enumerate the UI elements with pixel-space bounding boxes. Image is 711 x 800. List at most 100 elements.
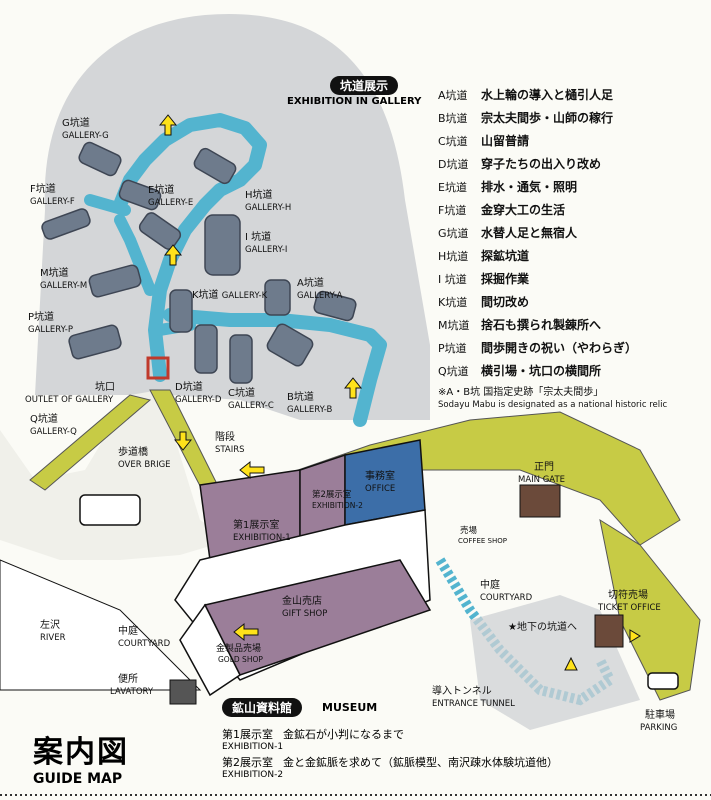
exhibition-gallery-badge: 坑道展示 bbox=[330, 76, 399, 95]
label-p-en: GALLERY-P bbox=[28, 325, 73, 335]
svg-text:階段: 階段 bbox=[215, 430, 235, 443]
legend-row: D坑道穿子たちの出入り改め bbox=[438, 149, 708, 172]
legend-code: M坑道 bbox=[438, 319, 470, 332]
label-i-en: GALLERY-I bbox=[245, 245, 287, 255]
svg-text:GIFT SHOP: GIFT SHOP bbox=[282, 609, 327, 619]
label-office-jp: 事務室 bbox=[365, 469, 395, 482]
label-coffee-en: COFFEE SHOP bbox=[458, 537, 507, 545]
svg-text:坑口: 坑口 bbox=[95, 380, 115, 393]
legend-note-jp: ※A・B坑 国指定史跡「宗太夫間歩」 bbox=[438, 387, 604, 398]
label-parking-en: PARKING bbox=[640, 723, 677, 733]
museum-room-name: 第1展示室 bbox=[222, 728, 273, 741]
label-gate-jp: 正門 bbox=[534, 461, 554, 473]
label-k: K坑道 bbox=[192, 288, 219, 301]
legend-code: A坑道 bbox=[438, 89, 468, 102]
label-e-jp: E坑道 bbox=[148, 183, 174, 196]
label-g-en: GALLERY-G bbox=[62, 131, 109, 141]
legend-name: 採掘作業 bbox=[481, 272, 530, 286]
svg-text:GALLERY-D: GALLERY-D bbox=[175, 395, 222, 405]
legend-name: 金穿大工の生活 bbox=[481, 203, 566, 217]
svg-text:RIVER: RIVER bbox=[40, 633, 66, 643]
svg-text:導入トンネル: 導入トンネル bbox=[432, 684, 492, 697]
map-title: 案内図 GUIDE MAP bbox=[33, 727, 129, 787]
label-b-jp: B坑道 bbox=[287, 390, 314, 403]
legend-name: 排水・通気・照明 bbox=[481, 180, 578, 194]
legend-code: K坑道 bbox=[438, 296, 468, 309]
svg-text:H坑道: H坑道 bbox=[245, 188, 273, 201]
museum-room: 第2展示室金と金鉱脈を求めて（鉱脈模型、南沢疎水体験坑道他） bbox=[222, 754, 558, 770]
svg-text:中庭: 中庭 bbox=[480, 578, 500, 591]
svg-text:Q坑道: Q坑道 bbox=[30, 412, 58, 425]
museum-building bbox=[174, 439, 432, 697]
svg-text:GALLERY-F: GALLERY-F bbox=[30, 197, 75, 207]
label-f-en: GALLERY-F bbox=[30, 197, 75, 207]
label-g-jp: G坑道 bbox=[62, 116, 90, 129]
label-tunnel-jp: 導入トンネル bbox=[432, 684, 492, 697]
label-river-en: RIVER bbox=[40, 633, 66, 643]
legend-code: G坑道 bbox=[438, 227, 469, 240]
svg-text:G坑道: G坑道 bbox=[62, 116, 90, 129]
svg-text:PARKING: PARKING bbox=[640, 723, 677, 733]
exhibition-gallery-en: EXHIBITION IN GALLERY bbox=[287, 96, 422, 107]
legend-name: 宗太夫間歩・山師の稼行 bbox=[481, 111, 614, 125]
label-p-jp: P坑道 bbox=[28, 310, 54, 323]
legend-row: E坑道排水・通気・照明 bbox=[438, 172, 708, 195]
svg-text:COURTYARD: COURTYARD bbox=[118, 639, 171, 649]
svg-text:★地下の坑道へ: ★地下の坑道へ bbox=[508, 620, 577, 633]
svg-text:駐車場: 駐車場 bbox=[645, 708, 675, 721]
legend-name: 水替人足と無宿人 bbox=[481, 226, 578, 240]
legend-name: 横引場・坑口の横間所 bbox=[481, 364, 602, 378]
legend-row: A坑道水上輪の導入と樋引人足 bbox=[438, 80, 708, 103]
label-ex2-jp: 第2展示室 bbox=[312, 489, 352, 500]
label-lav-jp: 便所 bbox=[118, 672, 138, 685]
svg-text:GALLERY-B: GALLERY-B bbox=[287, 405, 333, 415]
label-ex1-en: EXHIBITION-1 bbox=[233, 533, 291, 543]
svg-text:売場: 売場 bbox=[460, 525, 478, 536]
museum-room-name: 第2展示室 bbox=[222, 756, 273, 769]
gallery-blocks bbox=[41, 141, 357, 384]
svg-text:COURTYARD: COURTYARD bbox=[480, 593, 533, 603]
label-stairs-jp: 階段 bbox=[215, 430, 235, 443]
legend-name: 山留普請 bbox=[481, 134, 530, 148]
svg-text:GOLD SHOP: GOLD SHOP bbox=[218, 655, 263, 664]
label-gate-en: MAIN GATE bbox=[518, 475, 565, 485]
label-parking-jp: 駐車場 bbox=[645, 708, 675, 721]
museum-room-desc: 金鉱石が小判になるまで bbox=[283, 728, 404, 741]
map-labels: G坑道 GALLERY-G F坑道 GALLERY-F E坑道 GALLERY-… bbox=[25, 116, 677, 733]
legend-row: G坑道水替人足と無宿人 bbox=[438, 218, 708, 241]
legend-name: 捨石も撰られ製錬所へ bbox=[481, 318, 602, 332]
museum-room-en: EXHIBITION-2 bbox=[222, 770, 284, 780]
lavatory-building bbox=[169, 679, 197, 705]
svg-text:GALLERY-G: GALLERY-G bbox=[62, 131, 109, 141]
svg-text:COFFEE SHOP: COFFEE SHOP bbox=[458, 537, 507, 545]
svg-text:GALLERY-H: GALLERY-H bbox=[245, 203, 291, 213]
label-h-jp: H坑道 bbox=[245, 188, 273, 201]
label-lav-en: LAVATORY bbox=[110, 687, 154, 697]
legend-name: 水上輪の導入と樋引人足 bbox=[481, 88, 614, 102]
label-q-en: GALLERY-Q bbox=[30, 427, 77, 437]
legend-row: I 坑道採掘作業 bbox=[438, 264, 708, 287]
legend-code: Q坑道 bbox=[438, 365, 469, 378]
svg-text:GALLERY-E: GALLERY-E bbox=[148, 198, 193, 208]
svg-text:M坑道: M坑道 bbox=[40, 266, 69, 279]
label-court1-jp: 中庭 bbox=[480, 578, 500, 591]
label-gold-jp: 金製品売場 bbox=[216, 642, 261, 654]
svg-text:中庭: 中庭 bbox=[118, 624, 138, 637]
legend-row: F坑道金穿大工の生活 bbox=[438, 195, 708, 218]
title-jp: 案内図 bbox=[33, 735, 129, 770]
svg-text:便所: 便所 bbox=[118, 672, 138, 685]
legend-row: C坑道山留普請 bbox=[438, 126, 708, 149]
svg-text:OFFICE: OFFICE bbox=[365, 484, 395, 494]
svg-text:P坑道: P坑道 bbox=[28, 310, 54, 323]
legend-code: P坑道 bbox=[438, 342, 467, 355]
legend-name: 間切改め bbox=[481, 295, 530, 309]
svg-text:金製品売場: 金製品売場 bbox=[216, 642, 261, 654]
bus-icon bbox=[79, 494, 141, 526]
label-outlet-en: OUTLET OF GALLERY bbox=[25, 395, 114, 405]
svg-text:K坑道 GALLERY-K: K坑道 GALLERY-K bbox=[192, 288, 268, 301]
museum-en: MUSEUM bbox=[322, 701, 378, 714]
museum-badge: 鉱山資料館 bbox=[222, 698, 303, 717]
svg-text:C坑道: C坑道 bbox=[228, 386, 255, 399]
